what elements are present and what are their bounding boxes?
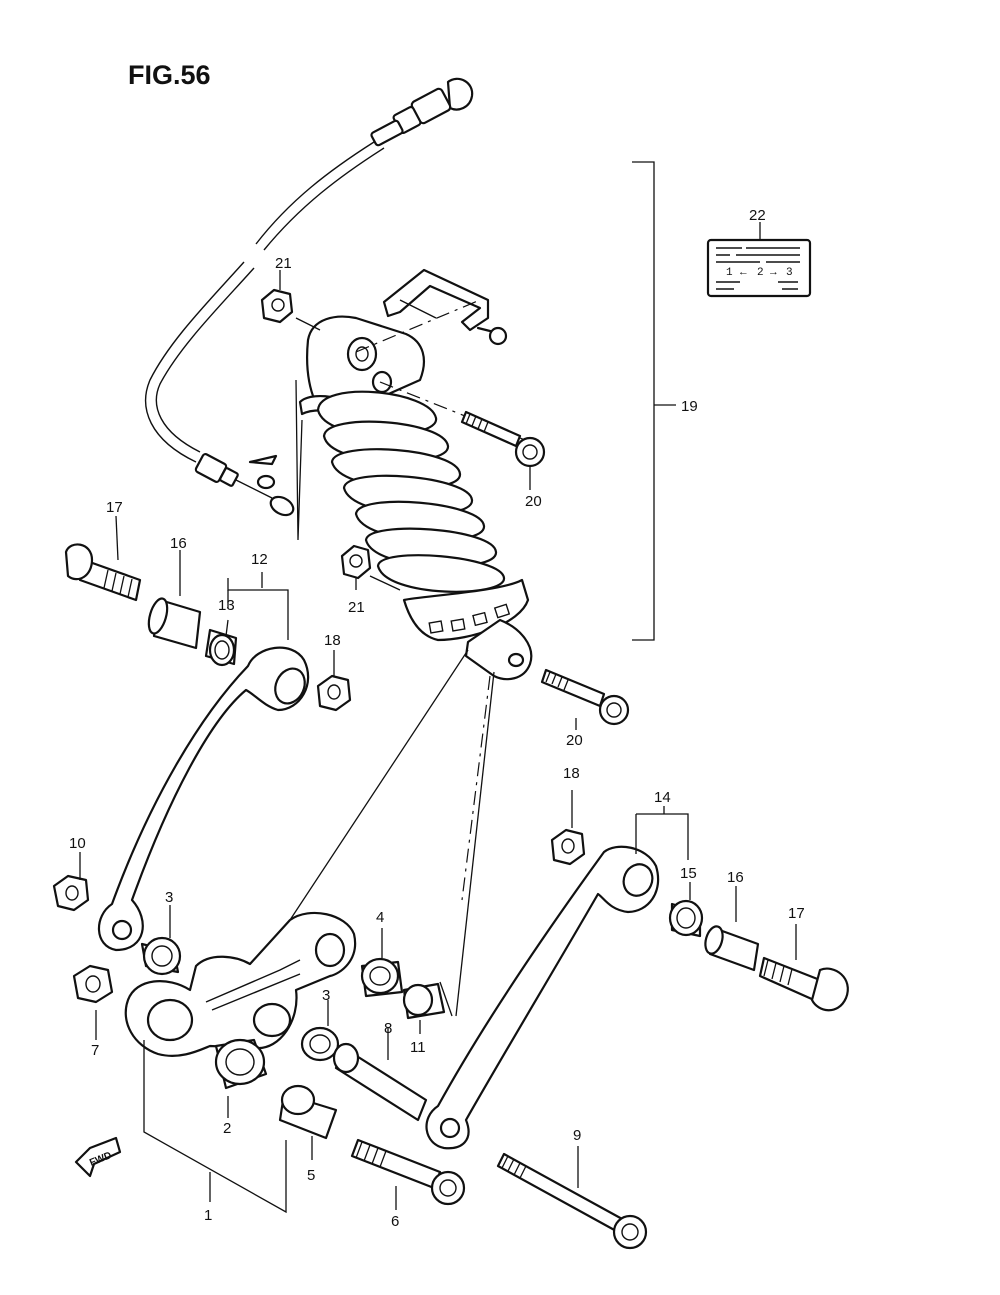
spacer-11	[402, 982, 446, 1020]
callout-5: 5	[307, 1167, 315, 1184]
callouts: 1 2 3 3 4 5 6 7 8 9 10 11 12 13 14 15 16…	[69, 207, 805, 1230]
pipe-8	[332, 1042, 428, 1122]
callout-9: 9	[573, 1127, 581, 1144]
callout-21-upper: 21	[275, 255, 292, 272]
adjuster-cable	[145, 77, 474, 517]
callout-7: 7	[91, 1042, 99, 1059]
callout-11: 11	[410, 1039, 426, 1056]
leader-lines	[79, 222, 797, 1214]
nut-7	[72, 964, 114, 1004]
bolt-17-left	[64, 543, 142, 602]
bearing-3-upper	[140, 936, 182, 976]
bearing-13	[204, 628, 238, 667]
callout-13: 13	[218, 597, 235, 614]
callout-4: 4	[376, 909, 384, 926]
label-seq-1: 1	[726, 267, 733, 279]
callout-16-left: 16	[170, 535, 187, 552]
callout-15: 15	[680, 865, 697, 882]
bearing-4	[360, 957, 404, 998]
nut-21-upper	[260, 288, 294, 324]
caution-label: 1 ← 2 → 3	[706, 238, 812, 298]
svg-text:←: ←	[740, 267, 747, 279]
callout-18-left: 18	[324, 632, 341, 649]
cushion-lever	[124, 911, 357, 1057]
callout-16-right: 16	[727, 869, 744, 886]
bolt-17-right	[758, 956, 849, 1012]
callout-10: 10	[69, 835, 86, 852]
callout-20-lower: 20	[566, 732, 583, 749]
nut-21-lower	[340, 544, 372, 580]
bolt-9	[496, 1152, 648, 1250]
cushion-rod-left	[97, 646, 310, 952]
spacer-5	[278, 1084, 338, 1140]
callout-20-upper: 20	[525, 493, 542, 510]
nut-10	[52, 874, 90, 912]
nut-18-right	[550, 828, 586, 866]
svg-text:→: →	[770, 267, 777, 279]
callout-2: 2	[223, 1120, 231, 1137]
callout-19: 19	[681, 398, 698, 415]
bolt-6	[350, 1138, 466, 1206]
label-seq-2: 2	[757, 267, 764, 279]
label-seq-3: 3	[786, 267, 793, 279]
bolt-20-lower	[540, 668, 630, 726]
forward-arrow-icon: FWD	[74, 1136, 122, 1178]
callout-8: 8	[384, 1020, 392, 1037]
callout-21-lower: 21	[348, 599, 365, 616]
nut-18-left	[316, 674, 352, 712]
bearing-3-lower	[300, 1026, 340, 1062]
callout-3-upper: 3	[165, 889, 173, 906]
callout-17-left: 17	[106, 499, 123, 516]
callout-6: 6	[391, 1213, 399, 1230]
callout-12: 12	[251, 551, 268, 568]
bearing-15	[668, 899, 704, 938]
rear-shock-absorber	[298, 268, 533, 681]
spacer-16-left	[147, 597, 202, 650]
callout-3-lower: 3	[322, 987, 330, 1004]
bolt-20-upper	[460, 410, 546, 468]
callout-22: 22	[749, 207, 766, 224]
callout-14: 14	[654, 789, 671, 806]
callout-17-right: 17	[788, 905, 805, 922]
bearing-2	[214, 1038, 268, 1090]
cushion-rod-right	[425, 845, 660, 1150]
spacer-16-right	[704, 925, 760, 972]
figure-title: FIG.56	[128, 60, 211, 90]
callout-18-right: 18	[563, 765, 580, 782]
callout-1: 1	[204, 1207, 212, 1224]
